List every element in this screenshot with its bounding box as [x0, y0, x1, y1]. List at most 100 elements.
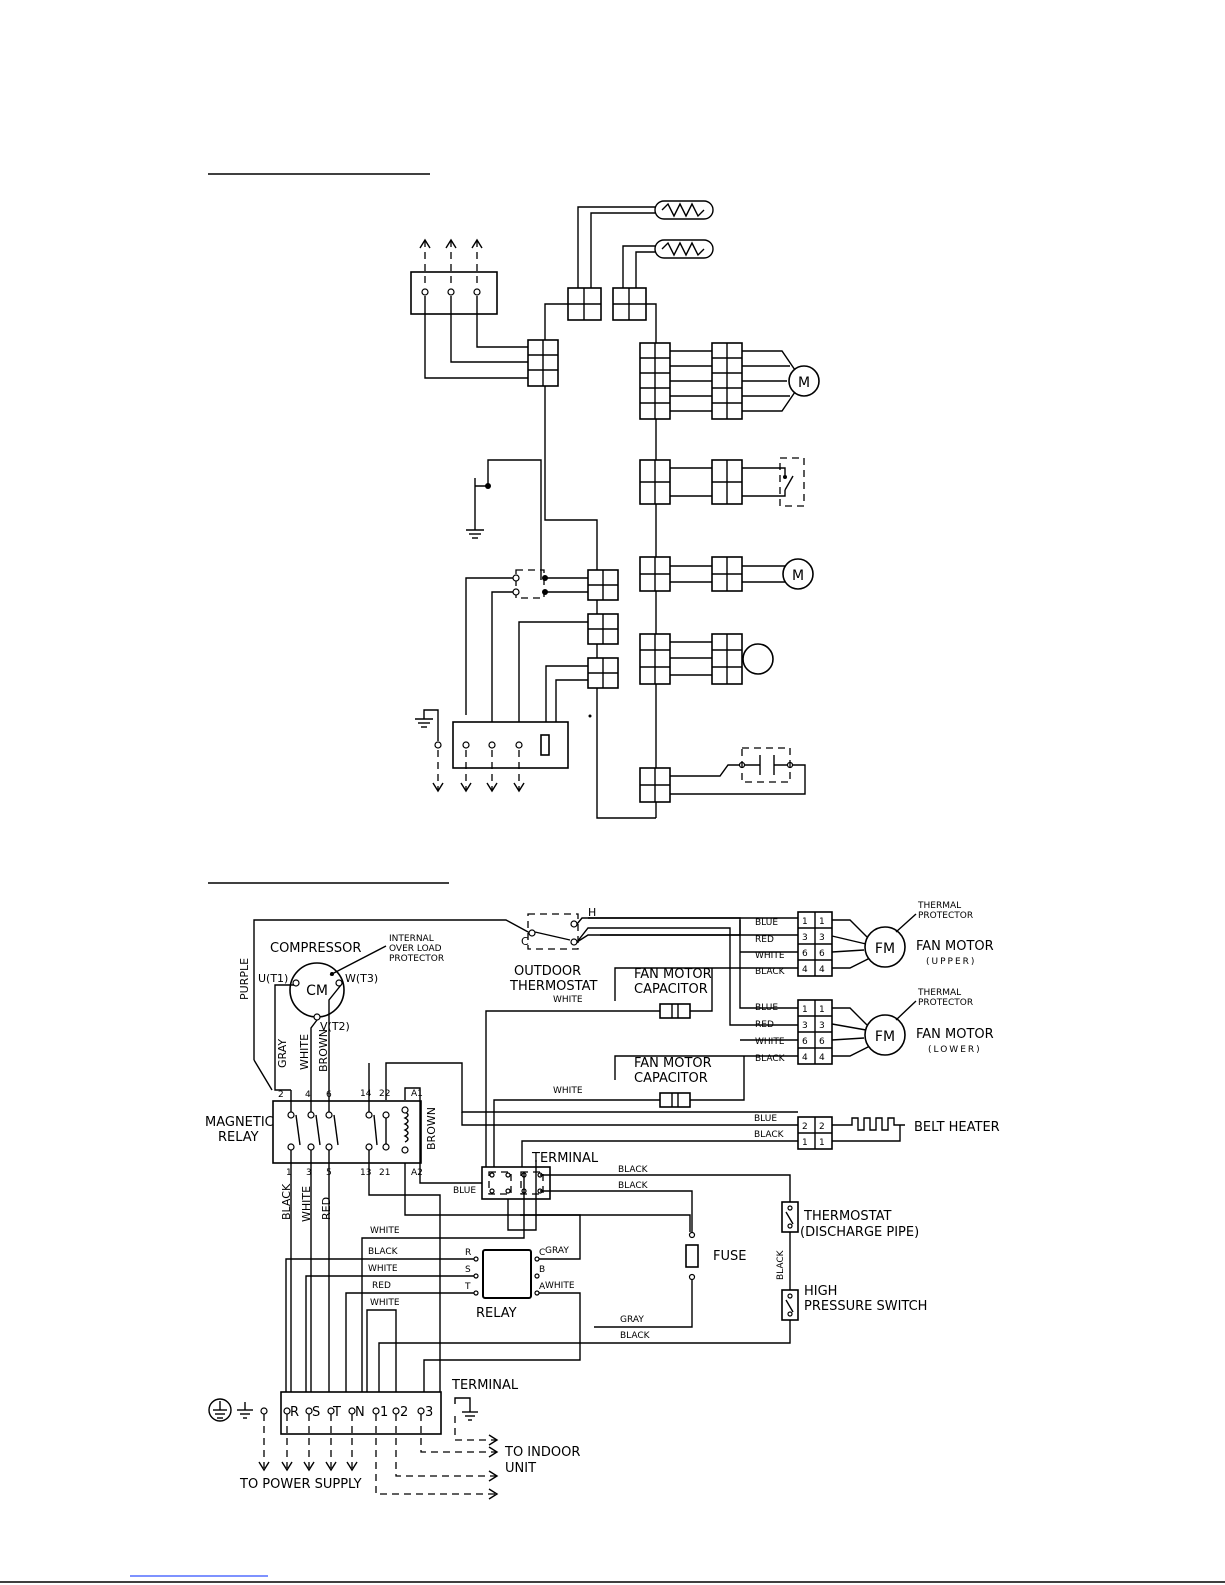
connector-motor-2 — [639, 556, 785, 592]
svg-text:1: 1 — [802, 1138, 808, 1148]
sensor-heater-top-1 — [654, 200, 714, 220]
overload-protector-line3: PROTECTOR — [389, 954, 444, 964]
svg-text:2: 2 — [400, 1405, 408, 1420]
thermostat-discharge-pipe: THERMOSTAT (DISCHARGE PIPE) — [781, 1201, 919, 1240]
to-indoor-unit-line1: TO INDOOR — [504, 1445, 580, 1460]
svg-text:A1: A1 — [411, 1089, 423, 1099]
svg-text:A: A — [539, 1282, 546, 1292]
svg-text:BLACK: BLACK — [620, 1331, 651, 1341]
svg-text:A2: A2 — [411, 1168, 423, 1178]
svg-text:3: 3 — [819, 933, 825, 943]
belt-heater: 2 2 1 1 BELT HEATER — [797, 1116, 1000, 1150]
svg-text:B: B — [539, 1265, 545, 1275]
svg-text:BLACK: BLACK — [754, 1130, 785, 1140]
fuse: FUSE — [685, 1231, 746, 1281]
outdoor-thermostat-label-2: THERMOSTAT — [509, 979, 597, 994]
svg-text:6: 6 — [802, 1037, 808, 1047]
svg-text:BLUE: BLUE — [754, 1114, 777, 1124]
belt-heater-label: BELT HEATER — [914, 1120, 1000, 1135]
compressor-label: COMPRESSOR — [270, 941, 361, 956]
fan-motor-upper: FM THERMAL PROTECTOR FAN MOTOR (UPPER) — [864, 901, 994, 968]
wire-label-white-2: WHITE — [300, 1186, 313, 1222]
svg-text:2: 2 — [802, 1122, 808, 1132]
fan-motor-capacitor-lower: FAN MOTOR CAPACITOR — [634, 1056, 712, 1108]
fuse-label: FUSE — [713, 1249, 746, 1264]
svg-text:BLACK: BLACK — [618, 1181, 649, 1191]
fan-motor-capacitor-upper: FAN MOTOR CAPACITOR — [634, 967, 712, 1019]
compressor-symbol: CM — [306, 983, 328, 999]
ground-icon-outdoor — [208, 1398, 253, 1422]
svg-text:1: 1 — [286, 1168, 292, 1178]
wire-label-purple: PURPLE — [238, 958, 251, 1000]
svg-text:RED: RED — [372, 1281, 391, 1291]
svg-text:BLACK: BLACK — [755, 967, 786, 977]
ground-icon-indoor-2 — [415, 709, 439, 741]
sensor-heater-top-2 — [654, 239, 714, 259]
svg-text:CAPACITOR: CAPACITOR — [634, 1071, 708, 1086]
svg-text:S: S — [465, 1265, 471, 1275]
svg-text:1: 1 — [802, 1005, 808, 1015]
wire-label-white-1: WHITE — [298, 1034, 311, 1070]
svg-text:FAN MOTOR: FAN MOTOR — [634, 1056, 712, 1071]
connector-top-right — [612, 287, 647, 321]
wire-label-gray-1: GRAY — [276, 1039, 289, 1068]
ground-icon-outdoor-2 — [454, 1397, 478, 1421]
svg-text:BLACK: BLACK — [368, 1247, 399, 1257]
fan-connector-lower: 1 1 3 3 6 6 4 4 — [797, 999, 833, 1065]
svg-text:GRAY: GRAY — [545, 1246, 569, 1256]
ground-icon-indoor-1 — [466, 478, 484, 539]
relay-label: RELAY — [476, 1306, 517, 1321]
switch-icon-float — [783, 475, 787, 479]
compressor-t1: U(T1) — [258, 972, 288, 985]
overload-protector-line2: OVER LOAD — [389, 944, 442, 954]
svg-text:PRESSURE SWITCH: PRESSURE SWITCH — [804, 1299, 927, 1314]
svg-text:WHITE: WHITE — [368, 1264, 398, 1274]
fan-motor-upper-icon — [864, 926, 906, 968]
svg-text:R: R — [290, 1405, 299, 1420]
svg-text:6: 6 — [802, 949, 808, 959]
svg-text:1: 1 — [819, 917, 825, 927]
terminal-bottom: TERMINAL R S T N 1 2 3 — [260, 1378, 519, 1435]
svg-text:THERMAL: THERMAL — [917, 988, 961, 998]
connector-mid-1 — [587, 569, 619, 601]
svg-text:BLACK: BLACK — [776, 1249, 786, 1280]
svg-text:BLUE: BLUE — [755, 1003, 778, 1013]
svg-text:CAPACITOR: CAPACITOR — [634, 982, 708, 997]
svg-text:3: 3 — [306, 1168, 312, 1178]
terminal-bottom-label: TERMINAL — [451, 1378, 519, 1393]
svg-text:6: 6 — [819, 949, 825, 959]
svg-text:2: 2 — [278, 1090, 284, 1100]
svg-text:3: 3 — [819, 1021, 825, 1031]
svg-text:22: 22 — [379, 1089, 390, 1099]
svg-text:BLACK: BLACK — [618, 1165, 649, 1175]
svg-text:21: 21 — [379, 1168, 390, 1178]
svg-text:FAN MOTOR: FAN MOTOR — [634, 967, 712, 982]
svg-text:1: 1 — [819, 1138, 825, 1148]
magnetic-relay-label-2: RELAY — [218, 1130, 259, 1145]
svg-text:M: M — [792, 568, 804, 584]
svg-text:BLUE: BLUE — [453, 1186, 476, 1196]
svg-text:4: 4 — [802, 1053, 808, 1063]
fan-motor-upper-label: FAN MOTOR — [916, 939, 994, 954]
svg-text:RED: RED — [755, 935, 774, 945]
to-indoor-unit-line2: UNIT — [505, 1461, 536, 1476]
magnetic-relay-label-1: MAGNETIC — [205, 1115, 274, 1130]
svg-text:3: 3 — [802, 933, 808, 943]
svg-text:GRAY: GRAY — [620, 1315, 644, 1325]
wire-label-brown-2: BROWN — [425, 1107, 438, 1150]
connector-mid-2 — [587, 613, 619, 645]
svg-text:WHITE: WHITE — [553, 1086, 583, 1096]
power-supply-lines: TO POWER SUPPLY — [239, 1414, 362, 1492]
svg-text:WHITE: WHITE — [755, 951, 785, 961]
wire-label-black-2: BLACK — [280, 1183, 293, 1220]
svg-text:TERMINAL: TERMINAL — [531, 1151, 599, 1166]
svg-text:M: M — [798, 375, 810, 391]
to-power-supply-label: TO POWER SUPPLY — [239, 1477, 362, 1492]
connector-mid-3 — [587, 657, 619, 689]
sensor-circle-icon — [742, 643, 774, 675]
fan-motor-lower-label: FAN MOTOR — [916, 1027, 994, 1042]
terminal-block-indoor-top — [410, 238, 498, 315]
fan-motor-lower-icon — [864, 1014, 906, 1056]
svg-text:WHITE: WHITE — [545, 1281, 575, 1291]
svg-text:FM: FM — [875, 1029, 895, 1045]
